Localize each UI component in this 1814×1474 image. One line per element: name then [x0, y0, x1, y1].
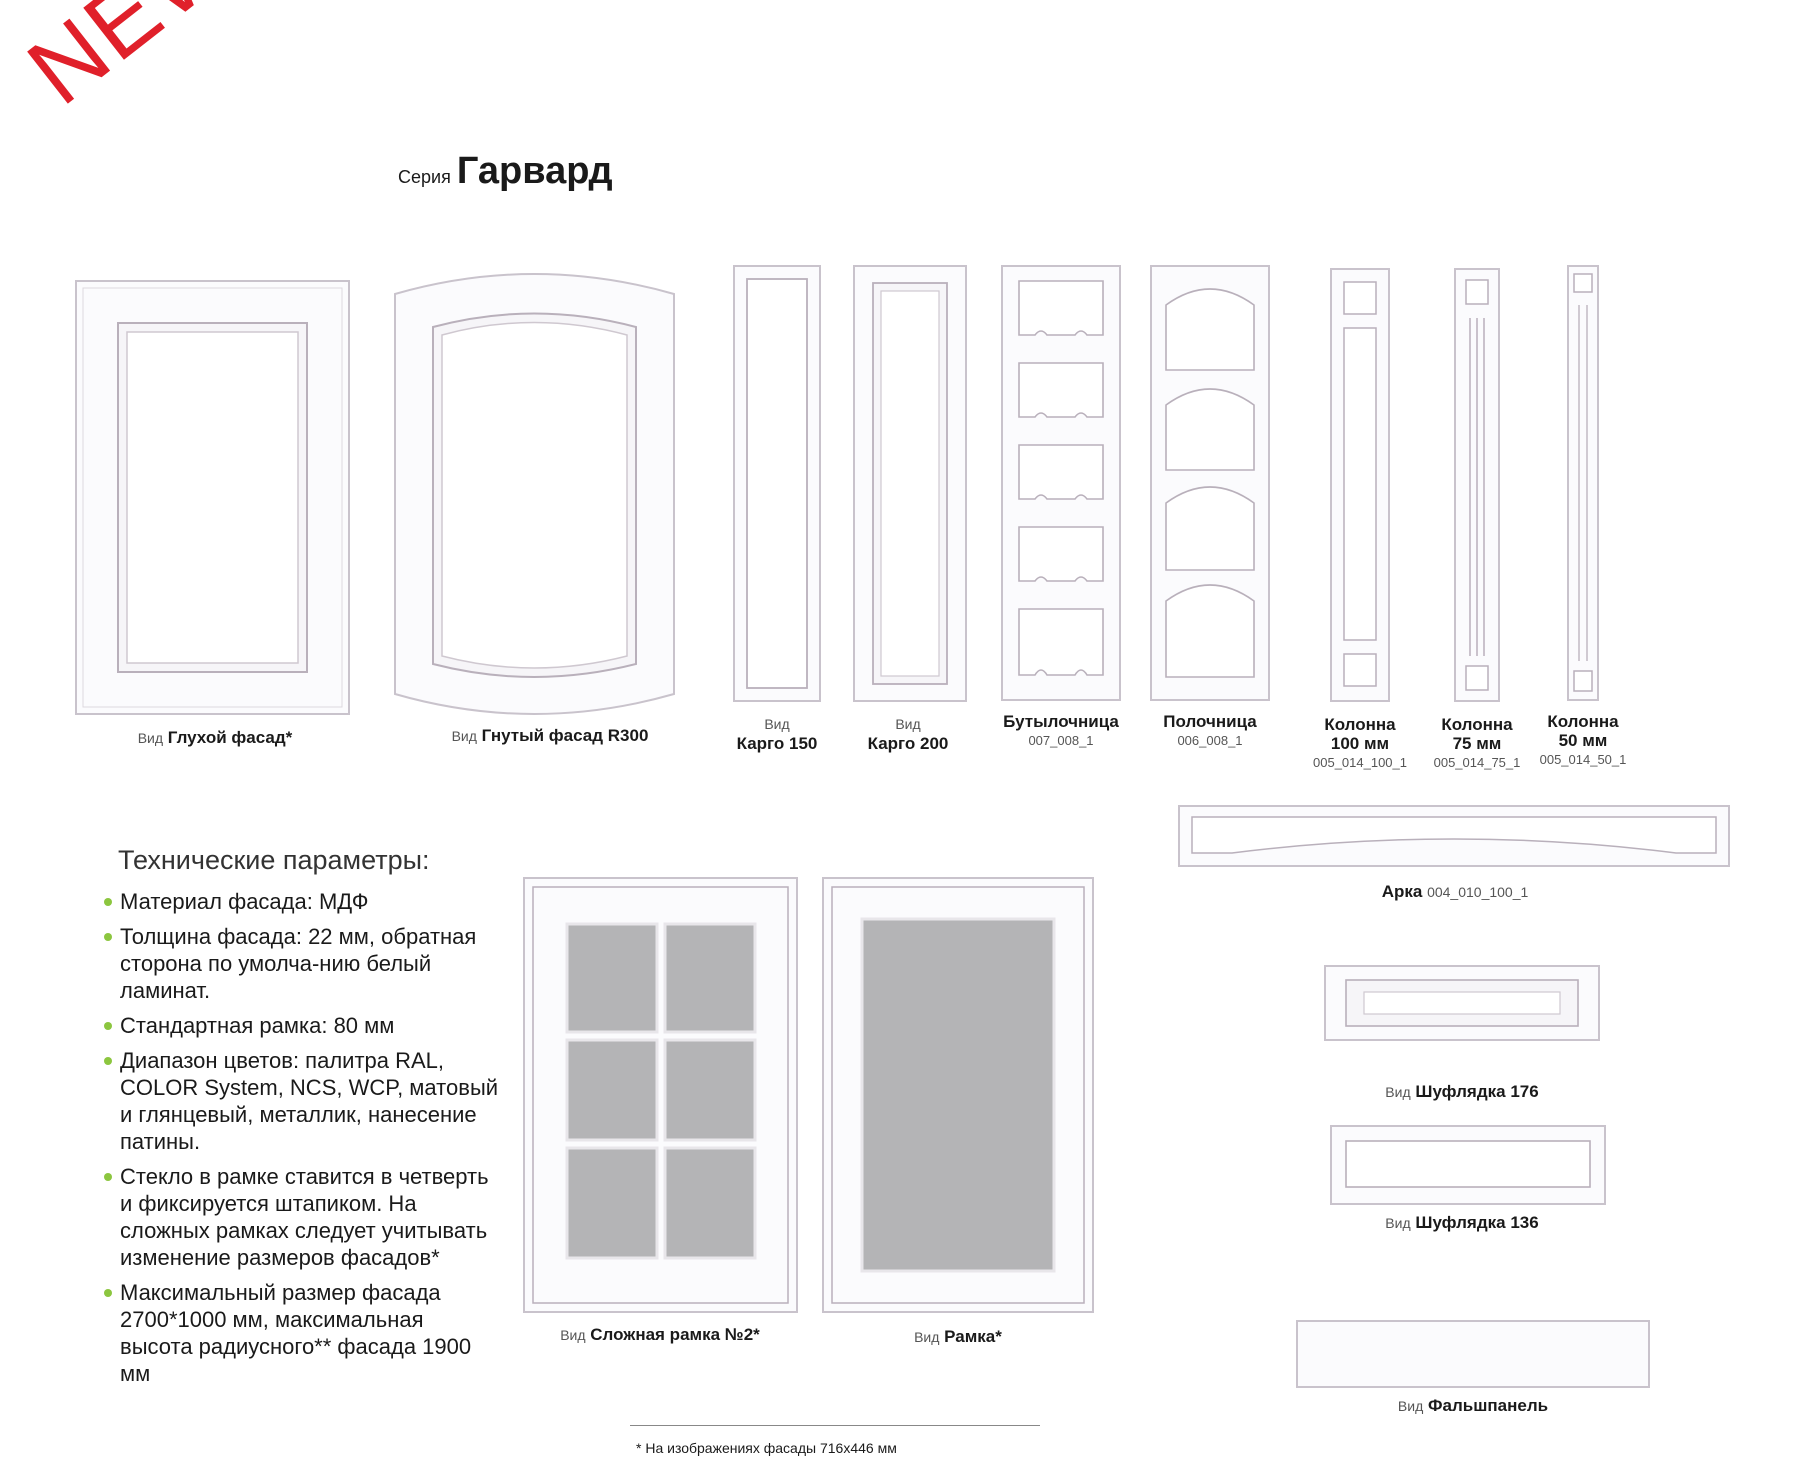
spec-item: Максимальный размер фасада 2700*1000 мм,… — [100, 1279, 500, 1387]
spec-text: Материал фасада: МДФ — [120, 889, 369, 914]
caption-prefix: Вид — [1397, 1398, 1424, 1414]
shuflyadka176-image — [1324, 965, 1600, 1041]
caption-name: Сложная рамка №2* — [590, 1325, 760, 1344]
caption-name: Карго 200 — [867, 734, 949, 753]
footnote-divider — [630, 1425, 1040, 1426]
caption-name: Глухой фасад* — [167, 728, 293, 747]
caption-code: 006_008_1 — [1177, 733, 1243, 748]
kargo150-image — [733, 265, 821, 702]
caption-prefix: Вид — [1385, 1215, 1411, 1231]
gluhoi-caption: Вид Глухой фасад* — [110, 728, 320, 748]
specs-list: Материал фасада: МДФ Толщина фасада: 22 … — [100, 888, 500, 1395]
spec-text: Стандартная рамка: 80 мм — [120, 1013, 395, 1038]
caption-prefix: Вид — [451, 728, 477, 744]
caption-prefix: Вид — [1385, 1084, 1411, 1100]
slozhnaya-ramka-caption: Вид Сложная рамка №2* — [535, 1325, 785, 1345]
caption-prefix: Вид — [914, 1329, 940, 1345]
slozhnaya-ramka-image — [523, 877, 798, 1313]
spec-item: Диапазон цветов: палитра RAL, COLOR Syst… — [100, 1047, 500, 1155]
arka-caption: Арка 004_010_100_1 — [1330, 882, 1580, 902]
kargo200-image — [853, 265, 967, 702]
caption-name: Бутылочница — [1003, 712, 1119, 731]
spec-item: Стандартная рамка: 80 мм — [100, 1012, 500, 1039]
series-prefix: Серия — [398, 167, 451, 187]
bullet-dot — [104, 1289, 112, 1297]
caption-prefix: Вид — [764, 716, 790, 732]
bullet-dot — [104, 933, 112, 941]
caption-code: 005_014_75_1 — [1433, 755, 1521, 770]
spec-item: Стекло в рамке ставится в четверть и фик… — [100, 1163, 500, 1271]
spec-text: Максимальный размер фасада 2700*1000 мм,… — [120, 1280, 472, 1386]
caption-name: Рамка* — [944, 1327, 1002, 1346]
caption-name: Гнутый фасад R300 — [481, 726, 649, 745]
ramka-image — [822, 877, 1094, 1313]
shuflyadka136-image — [1330, 1125, 1606, 1205]
series-name: Гарвард — [456, 150, 613, 192]
gluhoi-facade-image — [75, 280, 350, 715]
polochnitsa-caption: Полочница 006_008_1 — [1145, 712, 1275, 750]
spec-item: Толщина фасада: 22 мм, обратная сторона … — [100, 923, 500, 1004]
caption-name: Колонна — [1547, 712, 1619, 731]
falshpanel-caption: Вид Фальшпанель — [1363, 1396, 1583, 1416]
caption-name: Полочница — [1163, 712, 1257, 731]
caption-name: Шуфлядка 136 — [1415, 1213, 1539, 1232]
caption-size: 50 мм — [1558, 731, 1608, 750]
kolonna50-image — [1567, 265, 1599, 701]
bullet-dot — [104, 898, 112, 906]
specs-title: Технические параметры: — [118, 845, 430, 875]
caption-name: Колонна — [1324, 715, 1396, 734]
caption-name: Карго 150 — [736, 734, 818, 753]
caption-name: Колонна — [1441, 715, 1513, 734]
caption-prefix: Вид — [137, 730, 164, 746]
spec-text: Толщина фасада: 22 мм, обратная сторона … — [120, 924, 477, 1003]
gnutyi-facade-image — [394, 273, 675, 715]
caption-prefix: Вид — [895, 716, 921, 732]
bullet-dot — [104, 1173, 112, 1181]
caption-name: Арка — [1381, 882, 1423, 901]
kolonna100-image — [1330, 268, 1390, 702]
spec-text: Стекло в рамке ставится в четверть и фик… — [120, 1164, 489, 1270]
caption-size: 100 мм — [1330, 734, 1390, 753]
ramka-caption: Вид Рамка* — [858, 1327, 1058, 1347]
caption-code: 007_008_1 — [1028, 733, 1094, 748]
kolonna75-image — [1454, 268, 1500, 702]
caption-name: Фальшпанель — [1427, 1396, 1549, 1415]
bullet-dot — [104, 1057, 112, 1065]
shuflyadka136-caption: Вид Шуфлядка 136 — [1352, 1213, 1572, 1233]
bullet-dot — [104, 1022, 112, 1030]
polochnitsa-image — [1150, 265, 1270, 701]
butylochnitsa-image — [1001, 265, 1121, 701]
caption-code: 005_014_100_1 — [1313, 755, 1407, 770]
caption-code: 004_010_100_1 — [1427, 884, 1529, 900]
caption-prefix: Вид — [560, 1327, 586, 1343]
spec-text: Диапазон цветов: палитра RAL, COLOR Syst… — [120, 1048, 499, 1154]
gnutyi-caption: Вид Гнутый фасад R300 — [440, 726, 660, 746]
shuflyadka176-caption: Вид Шуфлядка 176 — [1352, 1082, 1572, 1102]
arka-image — [1178, 805, 1730, 867]
butylochnitsa-caption: Бутылочница 007_008_1 — [996, 712, 1126, 750]
footnote: * На изображениях фасады 716х446 мм — [636, 1440, 897, 1456]
falshpanel-image — [1296, 1320, 1650, 1388]
caption-name: Шуфлядка 176 — [1415, 1082, 1539, 1101]
new-stamp: NEW — [8, 0, 256, 126]
spec-item: Материал фасада: МДФ — [100, 888, 500, 915]
caption-code: 005_014_50_1 — [1539, 752, 1627, 767]
caption-size: 75 мм — [1452, 734, 1502, 753]
